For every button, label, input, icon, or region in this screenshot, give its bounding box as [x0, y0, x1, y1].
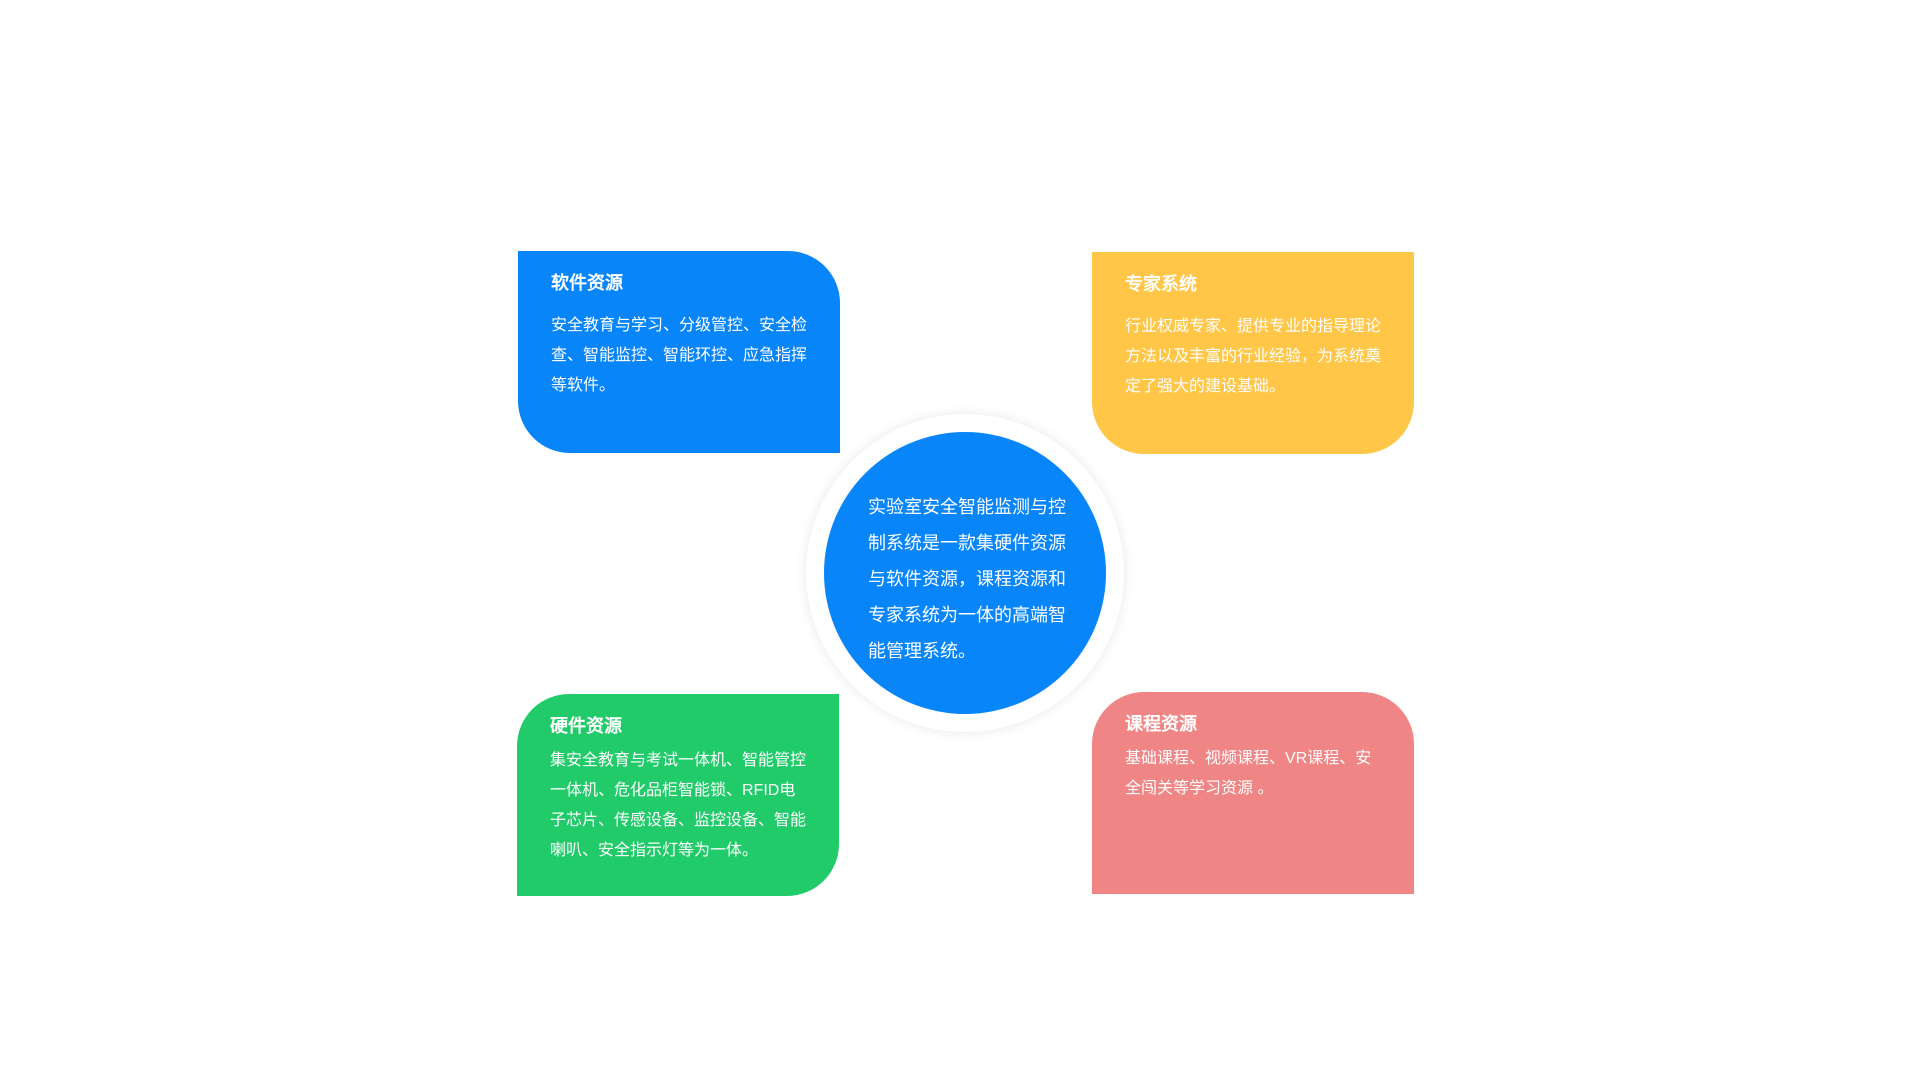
expert-system-description: 行业权威专家、提供专业的指导理论方法以及丰富的行业经验，为系统奠定了强大的建设基…	[1125, 318, 1382, 395]
course-resources-card: 课程资源 基础课程、视频课程、VR课程、安全闯关等学习资源 。	[1092, 692, 1414, 894]
expert-system-card: 专家系统 行业权威专家、提供专业的指导理论方法以及丰富的行业经验，为系统奠定了强…	[1092, 252, 1414, 454]
course-resources-description: 基础课程、视频课程、VR课程、安全闯关等学习资源 。	[1125, 750, 1372, 797]
hardware-resources-card: 硬件资源 集安全教育与考试一体机、智能管控一体机、危化品柜智能锁、RFID电子芯…	[517, 694, 839, 896]
expert-system-title: 专家系统	[1125, 274, 1197, 294]
center-description: 实验室安全智能监测与控制系统是一款集硬件资源与软件资源，课程资源和专家系统为一体…	[868, 497, 1066, 661]
hardware-resources-title: 硬件资源	[550, 716, 622, 736]
course-resources-title: 课程资源	[1125, 714, 1197, 734]
center-circle: 实验室安全智能监测与控制系统是一款集硬件资源与软件资源，课程资源和专家系统为一体…	[824, 432, 1106, 714]
software-resources-description: 安全教育与学习、分级管控、安全检查、智能监控、智能环控、应急指挥等软件。	[551, 317, 808, 394]
hardware-resources-description: 集安全教育与考试一体机、智能管控一体机、危化品柜智能锁、RFID电子芯片、传感设…	[550, 752, 807, 859]
software-resources-title: 软件资源	[551, 273, 623, 293]
software-resources-card: 软件资源 安全教育与学习、分级管控、安全检查、智能监控、智能环控、应急指挥等软件…	[518, 251, 840, 453]
